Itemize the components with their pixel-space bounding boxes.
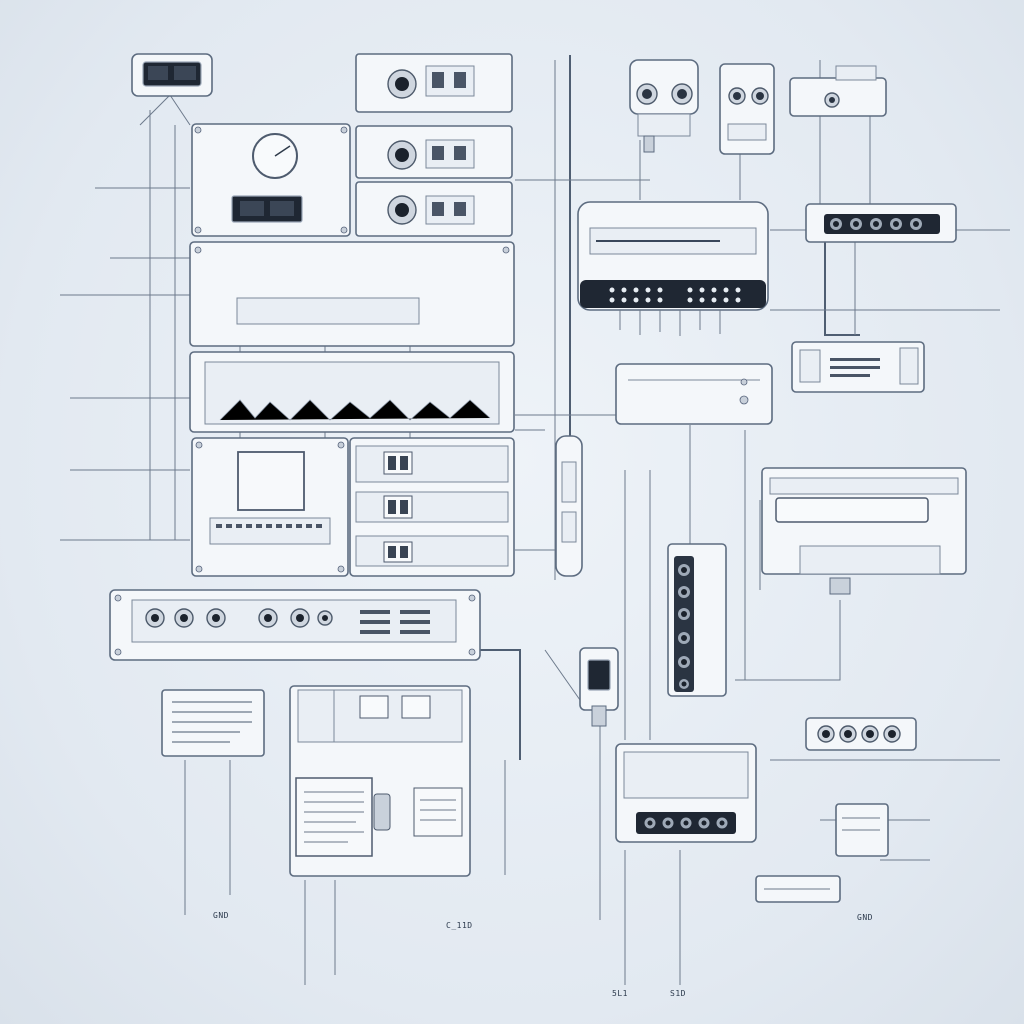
switch-block (349, 437, 515, 577)
spec-card (161, 689, 265, 757)
small-card-a (755, 875, 841, 903)
relay-module (789, 65, 887, 117)
terminal-card (791, 341, 925, 393)
connector-strip (109, 589, 481, 661)
ethernet-strip (805, 203, 957, 243)
outlet-plug (579, 647, 619, 727)
display-unit (191, 437, 349, 577)
label-5l1: 5L1 (612, 989, 628, 998)
hub-unit (615, 743, 757, 843)
sfp-module (131, 53, 213, 126)
label-gnd-left: GND (213, 911, 229, 920)
camera-module-1 (629, 59, 699, 153)
small-card-b (835, 803, 889, 857)
gauge-panel (191, 123, 351, 237)
display-screen (237, 451, 305, 511)
label-c11d: C_11D (446, 921, 473, 930)
coax-strip (805, 717, 917, 751)
wide-panel (189, 241, 515, 347)
labels: GND C_11D GND 5L1 S1D (213, 911, 873, 998)
router-unit (577, 201, 769, 336)
cable-coupler (555, 435, 583, 577)
label-gnd-right: GND (857, 913, 873, 922)
rack-panel (761, 467, 967, 595)
hatched-panel (189, 351, 515, 433)
camera-module-2 (719, 63, 775, 155)
control-cabinet (289, 685, 471, 877)
coax-module-stack (355, 53, 513, 237)
junction-box (615, 363, 773, 425)
coax-column (667, 543, 727, 697)
label-s1d: S1D (670, 989, 686, 998)
